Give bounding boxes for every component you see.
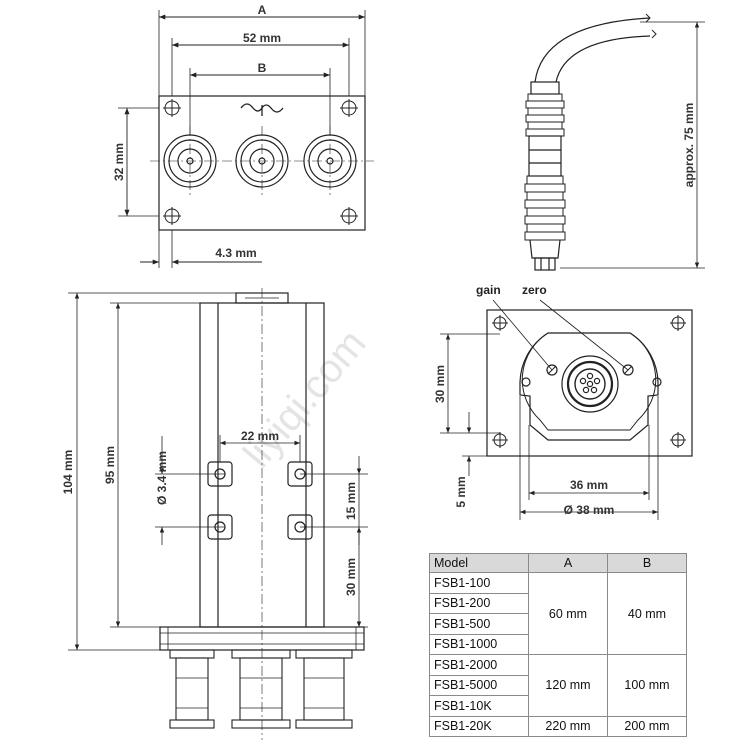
dim-3-4-label: Ø 3.4 mm [155,451,169,505]
table-row: FSB1-100 60 mm 40 mm [429,572,687,655]
dim-95-label: 95 mm [103,446,117,484]
dim-38-label: Ø 38 mm [564,503,615,517]
watermark: liyiqi.com [235,322,374,476]
gain-label: gain [476,283,501,297]
model-dimension-table: Model A B FSB1-100 60 mm 40 mm FSB1-200 … [429,553,687,737]
b-value-cell: 200 mm [607,715,687,737]
flange-hole [670,315,686,331]
spring-leg [169,649,215,729]
header-a: A [528,553,608,573]
b-value-cell: 100 mm [607,654,687,717]
dim-30-bottom-label: 30 mm [433,365,447,403]
m12-connector [561,355,619,413]
zero-pot [622,364,634,376]
model-cell: FSB1-1000 [429,633,529,655]
table-row: FSB1-10K [429,695,687,717]
table-row: FSB1-20K 220 mm 200 mm [429,715,687,737]
dim-5-label: 5 mm [454,476,468,507]
dim-30-side-label: 30 mm [344,558,358,596]
spring-leg [231,649,291,729]
dim-a-label: A [258,3,267,17]
model-cell: FSB1-5000 [429,674,529,696]
square-flange [486,309,693,457]
a-value-cell: 220 mm [528,715,608,737]
mount-hole [163,99,181,117]
a-value-cell: 120 mm [528,654,608,717]
gain-pot [546,364,558,376]
flange-hole [492,432,508,448]
base-plate [158,95,366,231]
table-row: FSB1-1000 [429,633,687,655]
dim-104-label: 104 mm [61,450,75,495]
flange-hole [492,315,508,331]
dim-36-label: 36 mm [570,478,608,492]
side-view [68,288,368,740]
b-value-cell: 40 mm [607,572,687,655]
table-row: FSB1-2000 120 mm 100 mm [429,654,687,717]
header-b: B [607,553,687,573]
model-cell: FSB1-2000 [429,654,529,676]
dim-approx-75-label: approx. 75 mm [682,103,696,188]
a-value-cell: 60 mm [528,572,608,655]
zero-label: zero [522,283,547,297]
dim-32-label: 32 mm [112,143,126,181]
mount-hole [163,207,181,225]
model-cell: FSB1-20K [429,715,529,737]
model-cell: FSB1-100 [429,572,529,594]
bottom-view [440,299,693,520]
dim-22-label: 22 mm [241,429,279,443]
mount-hole [340,99,358,117]
dim-b-label: B [258,61,267,75]
model-cell: FSB1-10K [429,695,529,717]
model-cell: FSB1-500 [429,613,529,635]
dim-4-3-label: 4.3 mm [215,246,256,260]
header-model: Model [429,553,529,573]
top-view [118,10,374,268]
mount-hole [340,207,358,225]
model-cell: FSB1-200 [429,592,529,614]
cable [534,17,651,83]
spring-leg [295,649,353,729]
cable-connector [524,13,705,271]
flange-hole [670,432,686,448]
dim-15-label: 15 mm [344,482,358,520]
table-header-row: Model A B [429,553,687,573]
dim-52-label: 52 mm [243,31,281,45]
